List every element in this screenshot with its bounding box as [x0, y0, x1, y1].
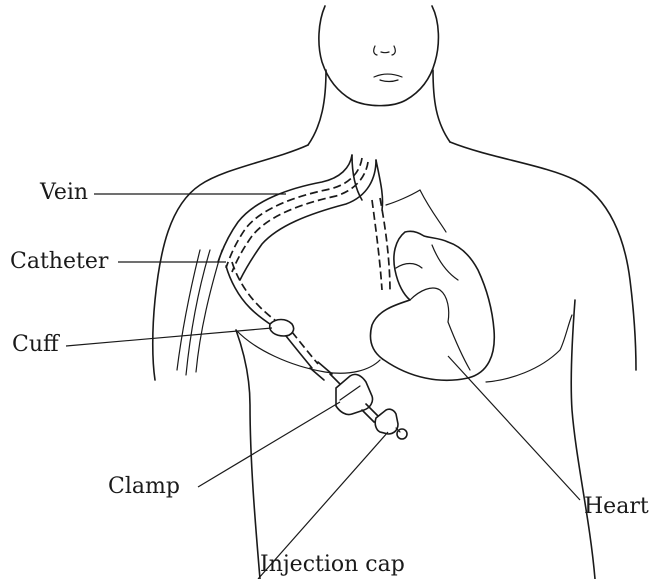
label-clamp: Clamp — [108, 476, 180, 498]
neck-right — [433, 70, 450, 142]
torso-left — [236, 330, 260, 579]
arm-line-3 — [196, 250, 222, 372]
label-heart: Heart — [584, 496, 649, 518]
face-left — [319, 6, 439, 106]
label-catheter: Catheter — [10, 251, 108, 273]
shoulder-right — [450, 142, 636, 370]
clamp — [336, 374, 373, 414]
label-injection-cap: Injection cap — [260, 554, 405, 576]
injection-cap — [375, 409, 398, 434]
label-cuff: Cuff — [12, 334, 59, 356]
neck-left — [308, 70, 326, 145]
clamp-leader — [198, 402, 340, 487]
nose — [374, 46, 396, 55]
label-vein: Vein — [40, 182, 88, 204]
vein — [218, 155, 446, 292]
heart-leader — [448, 356, 580, 500]
leader-lines — [66, 194, 580, 579]
catheter-tube — [226, 262, 407, 439]
heart — [371, 231, 495, 380]
mouth — [374, 74, 402, 82]
body-outline — [153, 6, 636, 579]
cuff — [270, 320, 294, 337]
chest-right — [486, 315, 572, 382]
torso-right — [571, 300, 595, 579]
